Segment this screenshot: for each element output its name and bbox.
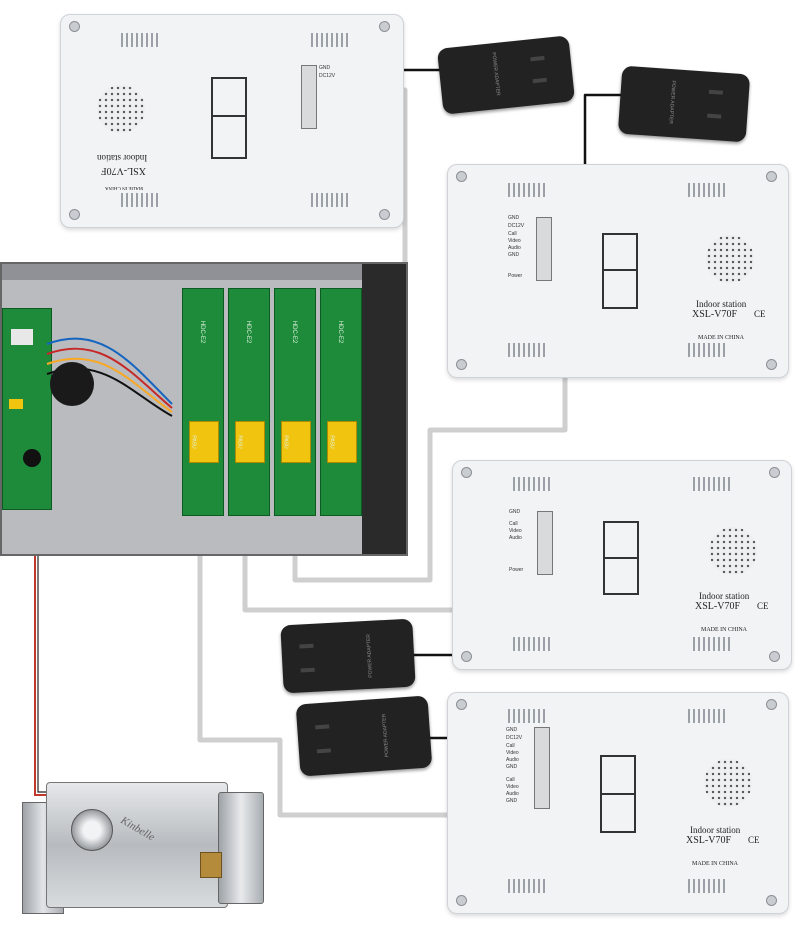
lock-cylinder	[71, 809, 113, 851]
monitor-origin: MADE IN CHINA	[701, 627, 747, 633]
screw	[69, 21, 80, 32]
adapter-label: POWER ADAPTER	[381, 713, 391, 758]
indoor-monitor-4: Indoor station XSL-V70F CE MADE IN CHINA…	[447, 692, 789, 914]
lock-body: Kinbelle	[46, 782, 228, 908]
monitor-origin: MADE IN CHINA	[698, 335, 744, 341]
speaker-grille	[709, 527, 757, 575]
indoor-monitor-1: Indoor station XSL-V70F MADE IN CHINA GN…	[60, 14, 404, 228]
adapter-label: POWER ADAPTER	[490, 52, 501, 97]
lock-strike-plate	[218, 792, 264, 904]
ce-mark: CE	[757, 601, 769, 611]
monitor-model: XSL-V70F	[695, 601, 741, 612]
lock-brand: Kinbelle	[118, 814, 157, 844]
power-adapter-3: POWER ADAPTER	[280, 618, 416, 694]
relay-board-1: HDC-E2 PASU	[182, 288, 224, 516]
adapter-label: POWER ADAPTER	[667, 80, 677, 125]
speaker-grille	[97, 85, 145, 133]
screw	[379, 209, 390, 220]
monitor-title: Indoor station	[97, 153, 148, 163]
vent-bottom-right	[311, 193, 348, 207]
monitor-title: Indoor station	[690, 825, 741, 835]
power-adapter-1: POWER ADAPTER	[436, 35, 576, 115]
lock-latch	[200, 852, 222, 878]
wire-harness	[46, 337, 173, 417]
mount-bracket	[211, 77, 247, 159]
relay-board-label: HDC-E2	[199, 320, 206, 344]
monitor-model: XSL-V70F	[692, 309, 738, 320]
relay-board-code: PASU	[190, 435, 197, 449]
monitor-origin: MADE IN CHINA	[692, 861, 738, 867]
terminal-block	[537, 511, 553, 575]
distributor-box: HDC-E2 PASU HDC-E2 PASU HDC-E2 PASU HDC-…	[0, 262, 408, 556]
monitor-title: Indoor station	[699, 591, 750, 601]
speaker-grille	[706, 235, 754, 283]
vent-top-left	[121, 33, 158, 47]
electric-lock: Kinbelle	[22, 782, 264, 914]
indoor-monitor-2: Indoor station XSL-V70F CE MADE IN CHINA…	[447, 164, 789, 378]
relay	[235, 421, 265, 463]
power-adapter-2: POWER ADAPTER	[617, 65, 751, 143]
relay	[189, 421, 219, 463]
power-adapter-4: POWER ADAPTER	[295, 695, 433, 777]
relay-board-2: HDC-E2 PASU	[228, 288, 270, 516]
vent-bottom-left	[121, 193, 158, 207]
monitor-model: XSL-V70F	[101, 165, 147, 176]
terminal-label: GND	[319, 65, 331, 71]
monitor-title: Indoor station	[696, 299, 747, 309]
relay-board-3: HDC-E2 PASU	[274, 288, 316, 516]
monitor-origin: MADE IN CHINA	[105, 185, 144, 190]
terminal-block	[301, 65, 317, 129]
adapter-label: POWER ADAPTER	[365, 633, 374, 678]
relay-board-4: HDC-E2 PASU	[320, 288, 362, 516]
mount-bracket	[602, 233, 638, 309]
screw	[69, 209, 80, 220]
relay	[327, 421, 357, 463]
vent-top-right	[311, 33, 348, 47]
terminal-block	[534, 727, 550, 809]
relay	[281, 421, 311, 463]
ce-mark: CE	[754, 309, 766, 319]
indoor-monitor-3: Indoor station XSL-V70F CE MADE IN CHINA…	[452, 460, 792, 670]
screw	[379, 21, 390, 32]
monitor-model: XSL-V70F	[686, 835, 732, 846]
ce-mark: CE	[748, 835, 760, 845]
terminal-block	[536, 217, 552, 281]
speaker-grille	[704, 759, 752, 807]
main-control-board	[2, 308, 52, 510]
